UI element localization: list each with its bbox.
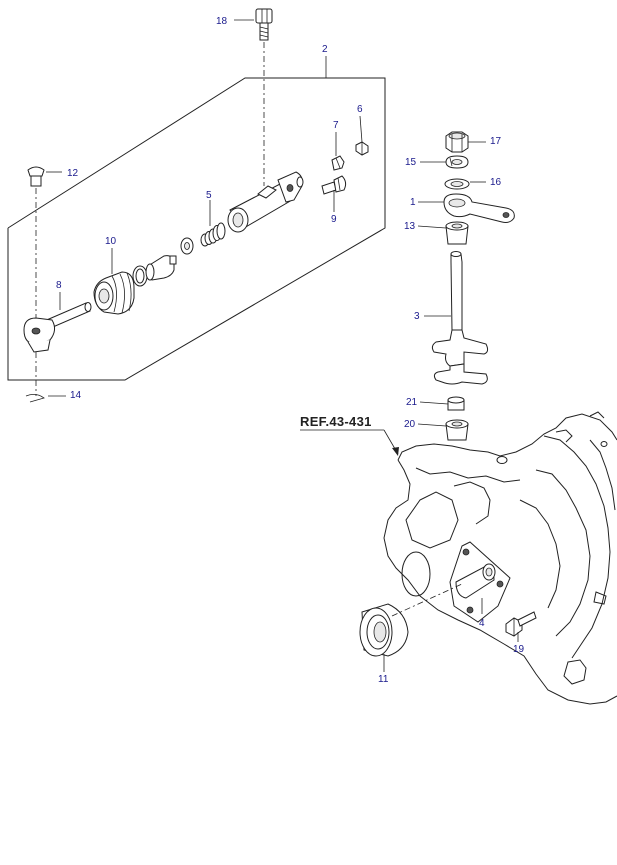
part-20-bushing[interactable] (445, 419, 469, 441)
label-4: 4 (479, 618, 485, 629)
label-1: 1 (410, 197, 416, 208)
label-19: 19 (513, 644, 525, 655)
part-12-pin[interactable] (27, 166, 45, 187)
label-12: 12 (67, 168, 79, 179)
part-11-bearing[interactable] (359, 603, 409, 657)
part-5-spring[interactable] (200, 222, 226, 247)
part-2-cylinder[interactable] (227, 171, 304, 233)
label-11: 11 (378, 674, 389, 685)
part-15-lockwasher[interactable] (445, 155, 469, 169)
label-16: 16 (490, 177, 502, 188)
part-ring[interactable] (132, 265, 148, 287)
label-15: 15 (405, 157, 417, 168)
assembly-frame (7, 77, 386, 381)
part-17-nut[interactable] (445, 131, 469, 153)
part-8-push-rod[interactable] (23, 302, 92, 353)
leader-lines (46, 19, 519, 672)
part-18-bolt[interactable] (255, 8, 273, 41)
part-21-bushing[interactable] (447, 396, 465, 411)
part-7-fitting[interactable] (331, 155, 345, 171)
part-10-boot[interactable] (93, 271, 135, 315)
label-6: 6 (357, 104, 363, 115)
reference-label[interactable]: REF.43-431 (300, 414, 372, 429)
label-21: 21 (406, 397, 418, 408)
axis-11 (391, 583, 463, 617)
label-14: 14 (70, 390, 82, 401)
part-16-washer[interactable] (444, 178, 470, 190)
label-7: 7 (333, 120, 339, 131)
part-1-lever[interactable] (443, 193, 515, 223)
label-5: 5 (206, 190, 212, 201)
part-3-shaft[interactable] (431, 251, 489, 385)
label-8: 8 (56, 280, 62, 291)
transaxle-housing (383, 411, 617, 705)
part-washer[interactable] (180, 237, 194, 255)
part-4-guide[interactable] (449, 541, 511, 623)
part-9-bleeder[interactable] (321, 175, 347, 195)
label-2: 2 (322, 44, 328, 55)
label-18: 18 (216, 16, 228, 27)
label-20: 20 (404, 419, 416, 430)
part-19-bolt[interactable] (505, 611, 537, 637)
label-3: 3 (414, 311, 420, 322)
label-17: 17 (490, 136, 502, 147)
label-10: 10 (105, 236, 117, 247)
part-6-nut[interactable] (355, 141, 369, 156)
part-13-bushing[interactable] (445, 221, 469, 245)
label-9: 9 (331, 214, 337, 225)
part-14-clip[interactable] (25, 394, 45, 403)
label-13: 13 (404, 221, 416, 232)
part-piston[interactable] (145, 255, 177, 281)
